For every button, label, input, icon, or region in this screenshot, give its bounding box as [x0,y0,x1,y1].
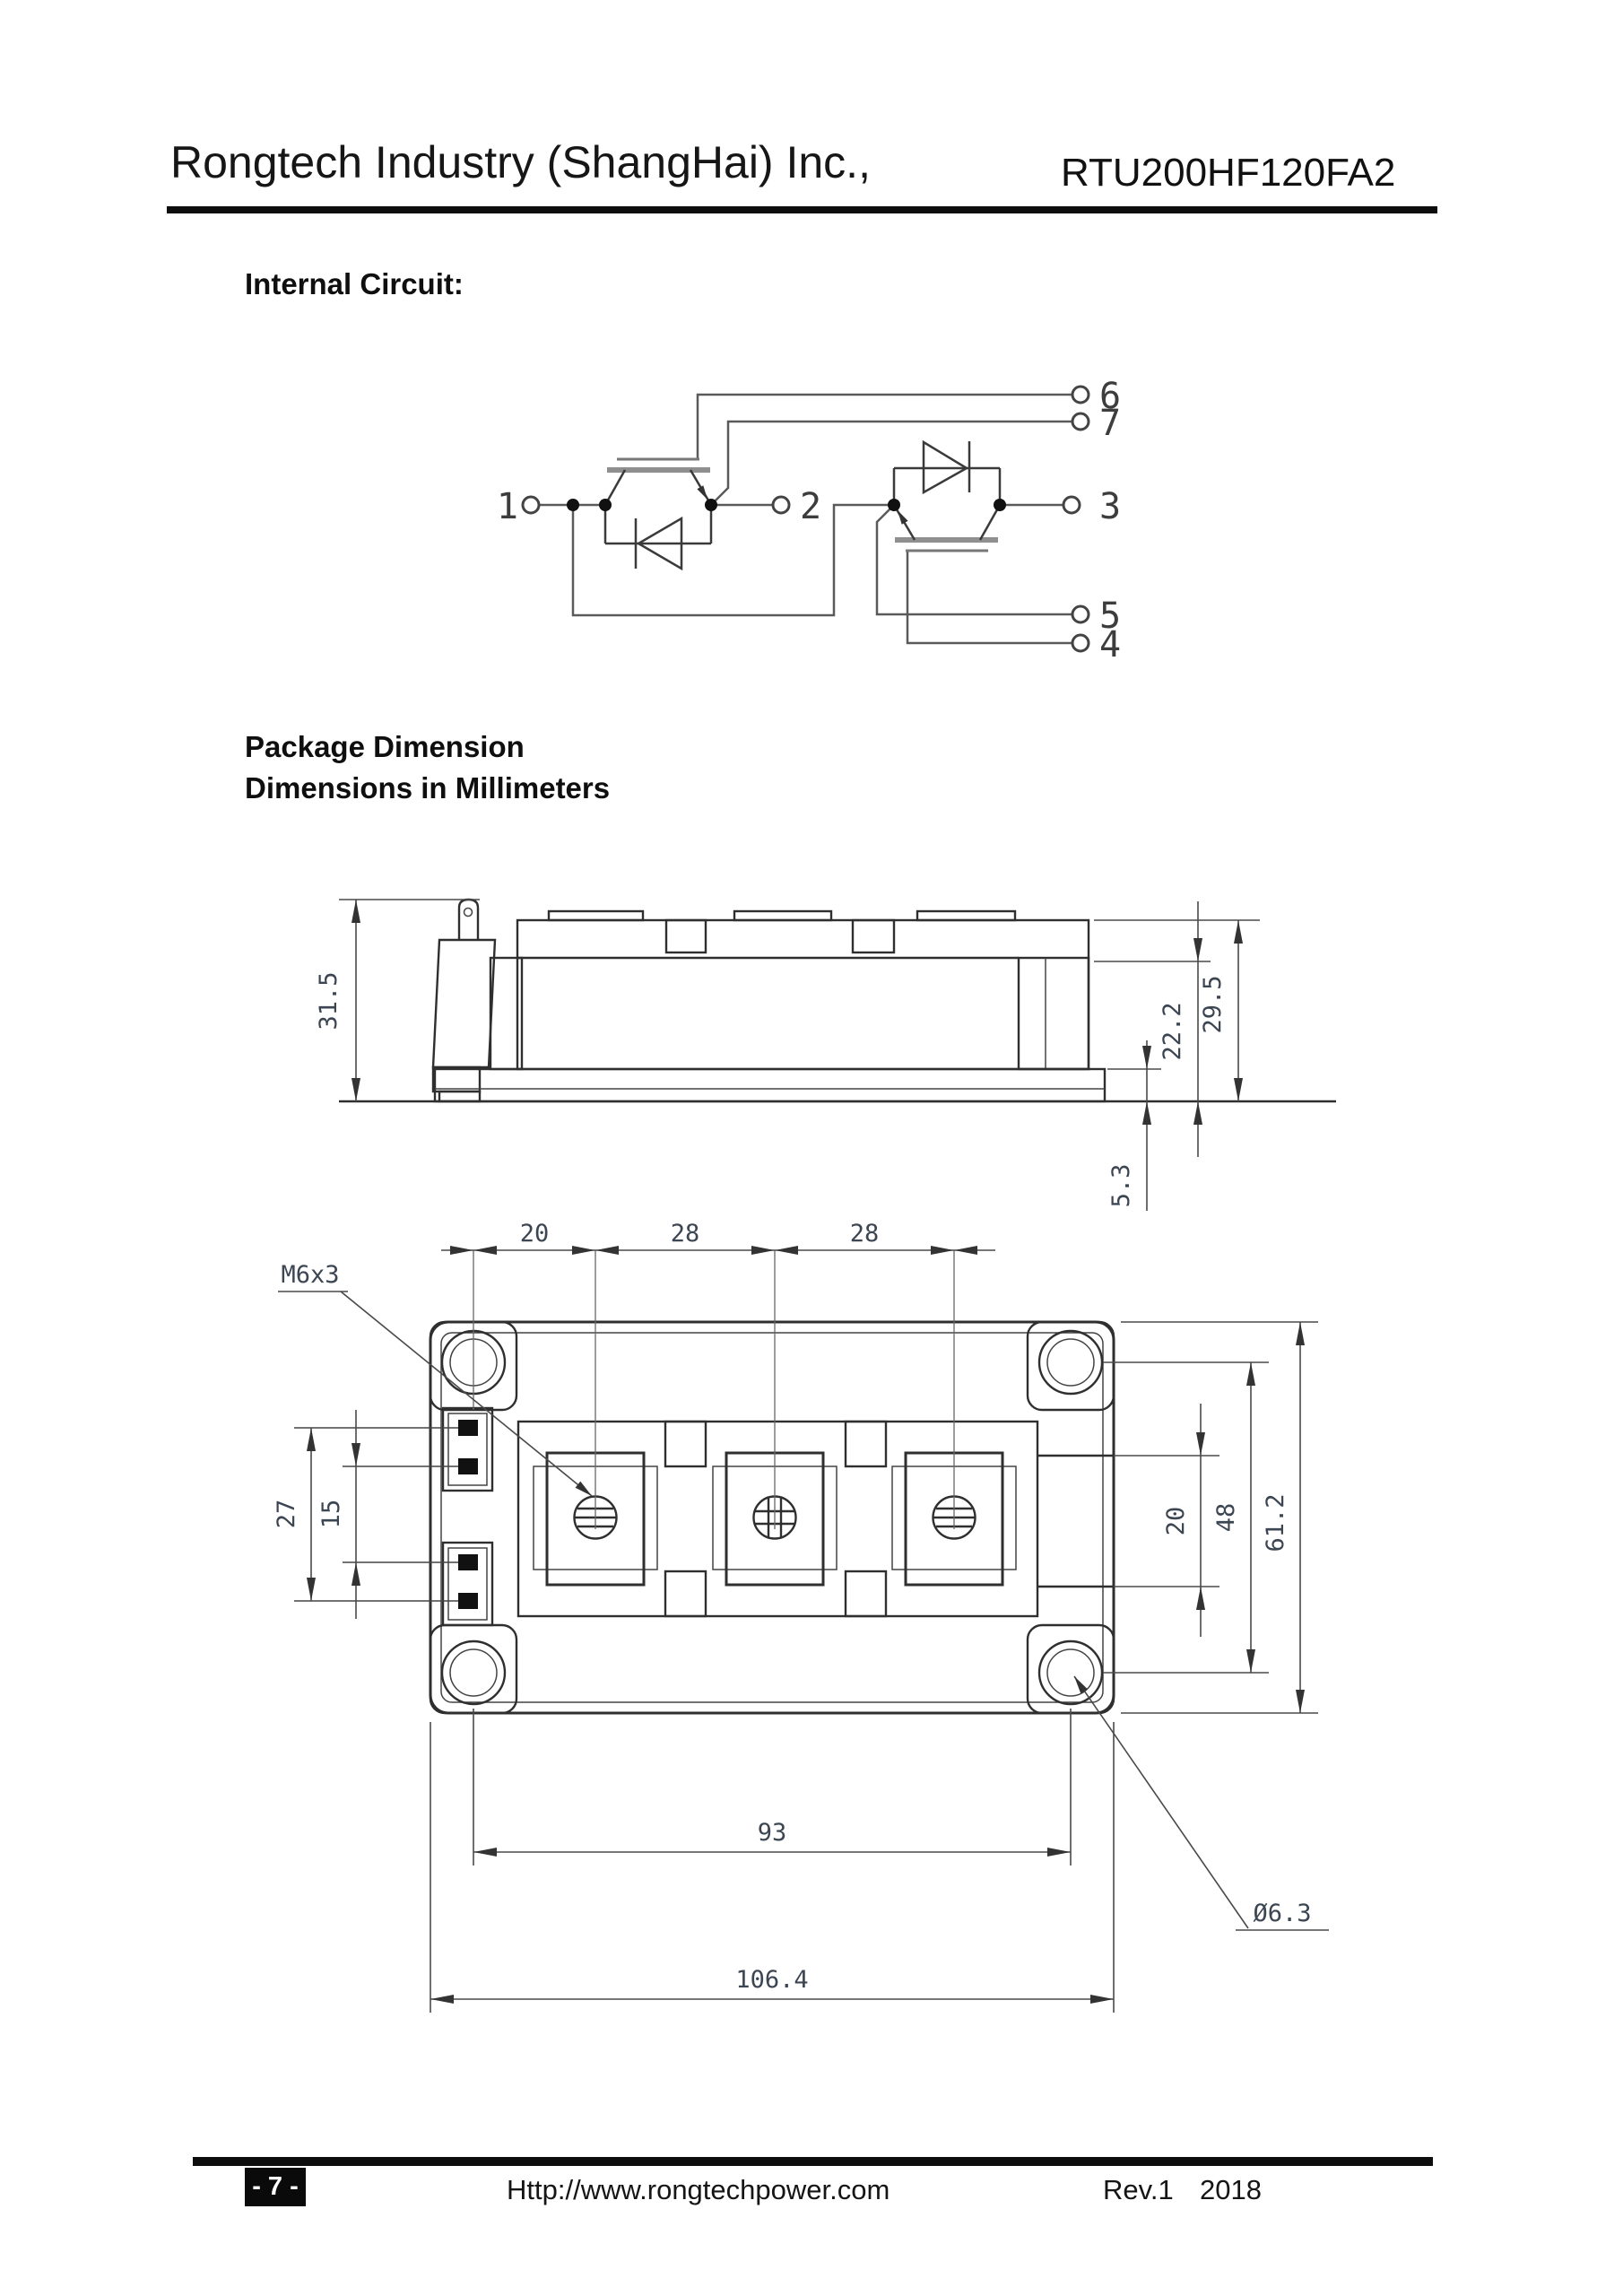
header-rule [167,206,1437,213]
footer-year: 2018 [1200,2174,1262,2205]
package-side-view: 31.5 22.2 29.5 5.3 [315,898,1336,1211]
terminal-area [516,1420,1114,1618]
terminal-6-circle [1071,385,1090,404]
dim-48-label: 48 [1212,1503,1240,1533]
terminal-4-label: 4 [1099,624,1121,665]
footer-revision: Rev.1 [1103,2174,1174,2205]
aux-pin-connectors [441,1406,494,1627]
dim-bottom: 93 106.4 [430,1709,1115,2013]
dim-28a-label: 28 [671,1220,700,1248]
side-view-outline [339,898,1336,1103]
page-number: - 7 - [252,2172,299,2201]
dim-total-height: 31.5 [315,899,480,1101]
internal-circuit-diagram: 1 2 3 6 7 5 4 [497,376,1121,665]
igbt-left [603,457,713,571]
dim-20-top-label: 20 [520,1220,550,1248]
dim-61-2-label: 61.2 [1262,1493,1289,1552]
terminal-5-label: 5 [1099,596,1121,637]
dim-right-stack: 20 48 61.2 [1103,1321,1318,1714]
internal-circuit-heading: Internal Circuit: [245,267,464,300]
centerlines [473,1250,955,1529]
dim-28b-label: 28 [850,1220,880,1248]
thread-callout: M6x3 [278,1261,593,1497]
dim-15-label: 15 [317,1500,345,1529]
dim-pin-spans: 27 15 [273,1410,458,1619]
dim-29-5-label: 29.5 [1199,975,1227,1033]
igbt-right [892,439,1002,552]
terminal-2-circle [771,495,791,515]
dim-case-height: 22.2 [1094,901,1211,1157]
page-number-badge: - 7 - [245,2168,306,2206]
dim-body-height: 29.5 [1094,919,1260,1101]
terminal-1-circle [521,495,541,515]
terminal-7-label: 7 [1099,403,1121,444]
terminal-3-label: 3 [1099,486,1121,527]
dim-93-label: 93 [758,1819,787,1847]
dim-20-right-label: 20 [1162,1507,1190,1536]
terminal-4-circle [1071,633,1090,653]
dim-baseplate: 5.3 [1107,1040,1161,1211]
dim-top-chain: 20 28 28 [441,1220,995,1255]
hole-diameter-label: Ø6.3 [1253,1900,1311,1927]
package-title: Package Dimension [245,730,525,763]
terminal-5-circle [1071,604,1090,624]
part-number: RTU200HF120FA2 [1061,151,1396,195]
dim-5-3-label: 5.3 [1107,1164,1135,1208]
terminal-7-circle [1071,412,1090,431]
terminal-3-circle [1062,495,1081,515]
package-dimension-heading: Package Dimension Dimensions in Millimet… [245,726,610,809]
terminal-labels: 1 2 3 6 7 5 4 [497,376,1121,665]
dim-22-2-label: 22.2 [1159,1002,1186,1060]
terminal-circles [521,385,1090,653]
terminal-1-label: 1 [497,486,518,527]
footer-website: Http://www.rongtechpower.com [507,2174,890,2205]
footer-rule [193,2157,1433,2166]
package-top-view: 20 28 28 M6x3 27 15 [273,1220,1329,2013]
dim-27-label: 27 [273,1500,300,1529]
package-subtitle: Dimensions in Millimeters [245,771,611,804]
circuit-wires [539,393,1072,645]
circuit-junction-dots [567,499,1006,511]
hole-diameter-callout: Ø6.3 [1073,1675,1329,1931]
terminal-6-label: 6 [1099,376,1121,417]
dim-31-5-label: 31.5 [315,971,343,1030]
thread-label: M6x3 [281,1261,339,1289]
company-name: Rongtech Industry (ShangHai) Inc., [170,137,871,187]
dim-106-4-label: 106.4 [735,1966,808,1994]
terminal-2-label: 2 [800,486,821,527]
